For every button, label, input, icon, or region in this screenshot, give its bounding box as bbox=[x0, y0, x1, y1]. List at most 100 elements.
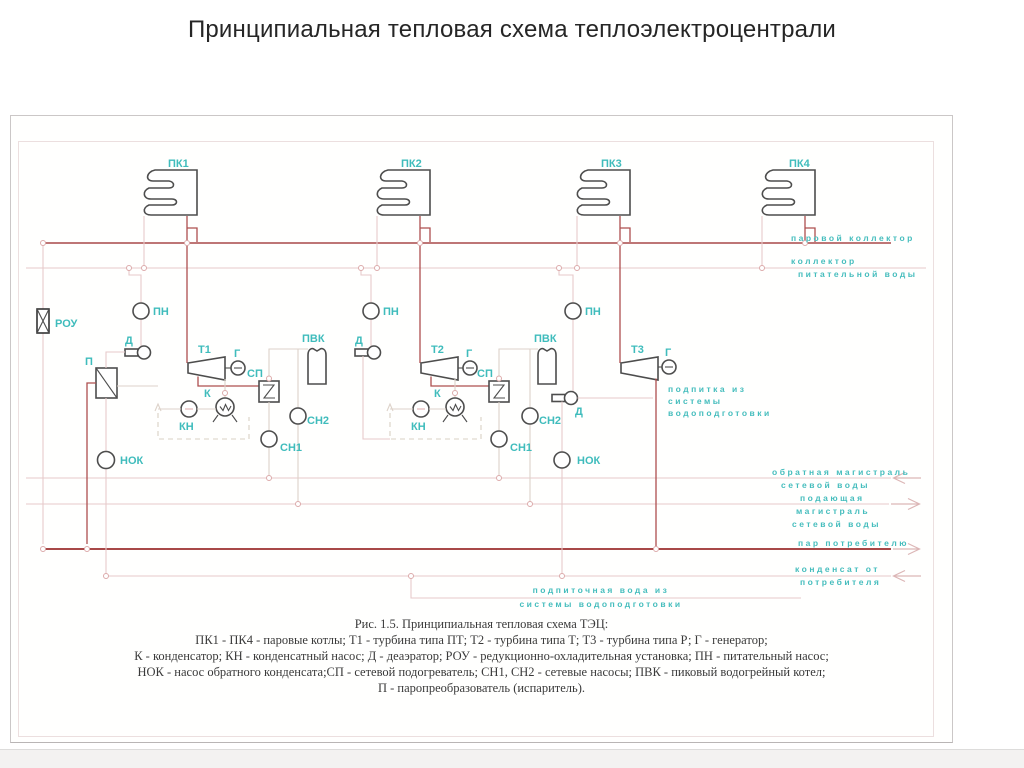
label-d: Д bbox=[125, 335, 133, 347]
peak-boiler-icon bbox=[537, 347, 557, 385]
label-return-main: обратная магистраль bbox=[772, 467, 910, 477]
label-pn: ПН bbox=[585, 306, 601, 318]
turbine-icon bbox=[620, 356, 659, 381]
label-sp: СП bbox=[477, 368, 493, 380]
label-k: К bbox=[204, 388, 211, 400]
label-sn2: СН2 bbox=[539, 415, 561, 427]
label-d: Д bbox=[575, 406, 583, 418]
feed-pump-icon bbox=[132, 302, 150, 320]
label-return-main: сетевой воды bbox=[781, 480, 870, 490]
deaerator-icon bbox=[551, 393, 566, 403]
page-title: Принципиальная тепловая схема теплоэлект… bbox=[187, 16, 837, 43]
label-sn1: СН1 bbox=[280, 442, 302, 454]
arrow-right-icon bbox=[891, 497, 921, 511]
label-g: Г bbox=[665, 347, 672, 359]
deaerator-icon bbox=[366, 345, 382, 360]
boiler-icon bbox=[576, 169, 631, 216]
nok-pump-icon bbox=[553, 451, 571, 469]
label-pn: ПН bbox=[153, 306, 169, 318]
label-makeup-water: подпиточная вода из bbox=[533, 585, 670, 595]
boiler-pk3 bbox=[576, 169, 631, 363]
label-steam-to-consumer: пар потребителю bbox=[798, 538, 909, 548]
network-pump-sn1-icon bbox=[260, 430, 278, 448]
arrow-left-icon bbox=[892, 569, 921, 583]
label-makeup-deaerator: системы bbox=[668, 396, 723, 406]
label-pk1: ПК1 bbox=[168, 158, 189, 170]
steam-converter-p bbox=[86, 367, 158, 576]
peak-boiler-icon bbox=[307, 347, 327, 385]
label-rou: РОУ bbox=[55, 318, 77, 330]
deaerator-icon bbox=[124, 348, 139, 357]
junction-nodes bbox=[40, 240, 808, 579]
label-sn1: СН1 bbox=[510, 442, 532, 454]
caption-line: ПК1 - ПК4 - паровые котлы; Т1 - турбина … bbox=[195, 633, 768, 647]
label-supply-main: магистраль bbox=[796, 506, 870, 516]
turbine-unit-2 bbox=[354, 268, 557, 504]
label-p: П bbox=[85, 356, 93, 368]
nok-pump-icon bbox=[96, 450, 116, 470]
label-feed-collector: коллектор bbox=[791, 256, 857, 266]
arrow-right-icon bbox=[893, 542, 921, 556]
pipeline-steam-to-consumer bbox=[41, 542, 921, 556]
label-pk3: ПК3 bbox=[601, 158, 622, 170]
network-pump-sn1-icon bbox=[490, 430, 508, 448]
caption-line: К - конденсатор; КН - конденсатный насос… bbox=[134, 649, 829, 663]
deaerator-icon bbox=[563, 390, 579, 406]
boiler-icon bbox=[761, 169, 816, 216]
label-supply-main: подающая bbox=[800, 493, 865, 503]
label-kn: КН bbox=[411, 421, 426, 433]
deaerator-icon bbox=[354, 348, 369, 357]
label-pvk: ПВК bbox=[302, 333, 325, 345]
label-pn: ПН bbox=[383, 306, 399, 318]
caption-line: НОК - насос обратного конденсата;СП - се… bbox=[137, 665, 826, 679]
label-makeup-deaerator: подпитка из bbox=[668, 384, 746, 394]
label-feed-collector: питательной воды bbox=[798, 269, 918, 279]
label-nok: НОК bbox=[577, 455, 601, 467]
thermal-scheme-diagram: ПК1 ПК2 ПК3 ПК4 РОУ ПН ПН ПН Д Д Д П Т1 … bbox=[18, 141, 934, 737]
pipeline-condensate-return bbox=[104, 569, 921, 583]
label-sn2: СН2 bbox=[307, 415, 329, 427]
label-condensate: потребителя bbox=[800, 577, 881, 587]
boiler-pk2 bbox=[376, 169, 431, 363]
footer-strip bbox=[0, 749, 1024, 768]
label-pk4: ПК4 bbox=[789, 158, 811, 170]
label-condensate: конденсат от bbox=[795, 564, 880, 574]
label-k: К bbox=[434, 388, 441, 400]
label-kn: КН bbox=[179, 421, 194, 433]
turbine-icon bbox=[187, 356, 226, 381]
label-g: Г bbox=[234, 348, 241, 360]
label-pvk: ПВК bbox=[534, 333, 557, 345]
boiler-icon bbox=[143, 169, 198, 216]
caption-line: П - паропреобразователь (испаритель). bbox=[377, 681, 586, 695]
label-steam-collector: паровой коллектор bbox=[791, 233, 915, 243]
turbine-unit-3 bbox=[551, 268, 677, 576]
label-t3: Т3 bbox=[631, 344, 644, 356]
diagram-frame bbox=[18, 141, 934, 737]
label-makeup-water: системы водоподготовки bbox=[519, 599, 682, 609]
network-pump-sn2-icon bbox=[289, 407, 307, 425]
turbine-icon bbox=[420, 356, 459, 381]
label-pk2: ПК2 bbox=[401, 158, 422, 170]
label-supply-main: сетевой воды bbox=[792, 519, 881, 529]
label-d: Д bbox=[355, 335, 363, 347]
pipeline-makeup-water bbox=[410, 576, 801, 599]
turbine-unit-1 bbox=[105, 268, 327, 504]
boiler-icon bbox=[376, 169, 431, 216]
feed-pump-icon bbox=[564, 302, 582, 320]
pipeline-return-main bbox=[26, 471, 921, 485]
network-pump-sn2-icon bbox=[521, 407, 539, 425]
label-t2: Т2 bbox=[431, 344, 444, 356]
diagram-panel: ПК1 ПК2 ПК3 ПК4 РОУ ПН ПН ПН Д Д Д П Т1 … bbox=[10, 115, 953, 743]
boiler-pk1 bbox=[143, 169, 198, 363]
feed-pump-icon bbox=[362, 302, 380, 320]
label-makeup-deaerator: водоподготовки bbox=[668, 408, 772, 418]
deaerator-icon bbox=[136, 345, 152, 360]
label-g: Г bbox=[466, 348, 473, 360]
label-sp: СП bbox=[247, 368, 263, 380]
caption-line: Рис. 1.5. Принципиальная тепловая схема … bbox=[354, 617, 609, 631]
pipeline-supply-main bbox=[26, 497, 921, 511]
figure-caption: Рис. 1.5. Принципиальная тепловая схема … bbox=[11, 616, 952, 696]
label-t1: Т1 bbox=[198, 344, 211, 356]
label-nok: НОК bbox=[120, 455, 144, 467]
arrow-left-icon bbox=[892, 471, 921, 485]
